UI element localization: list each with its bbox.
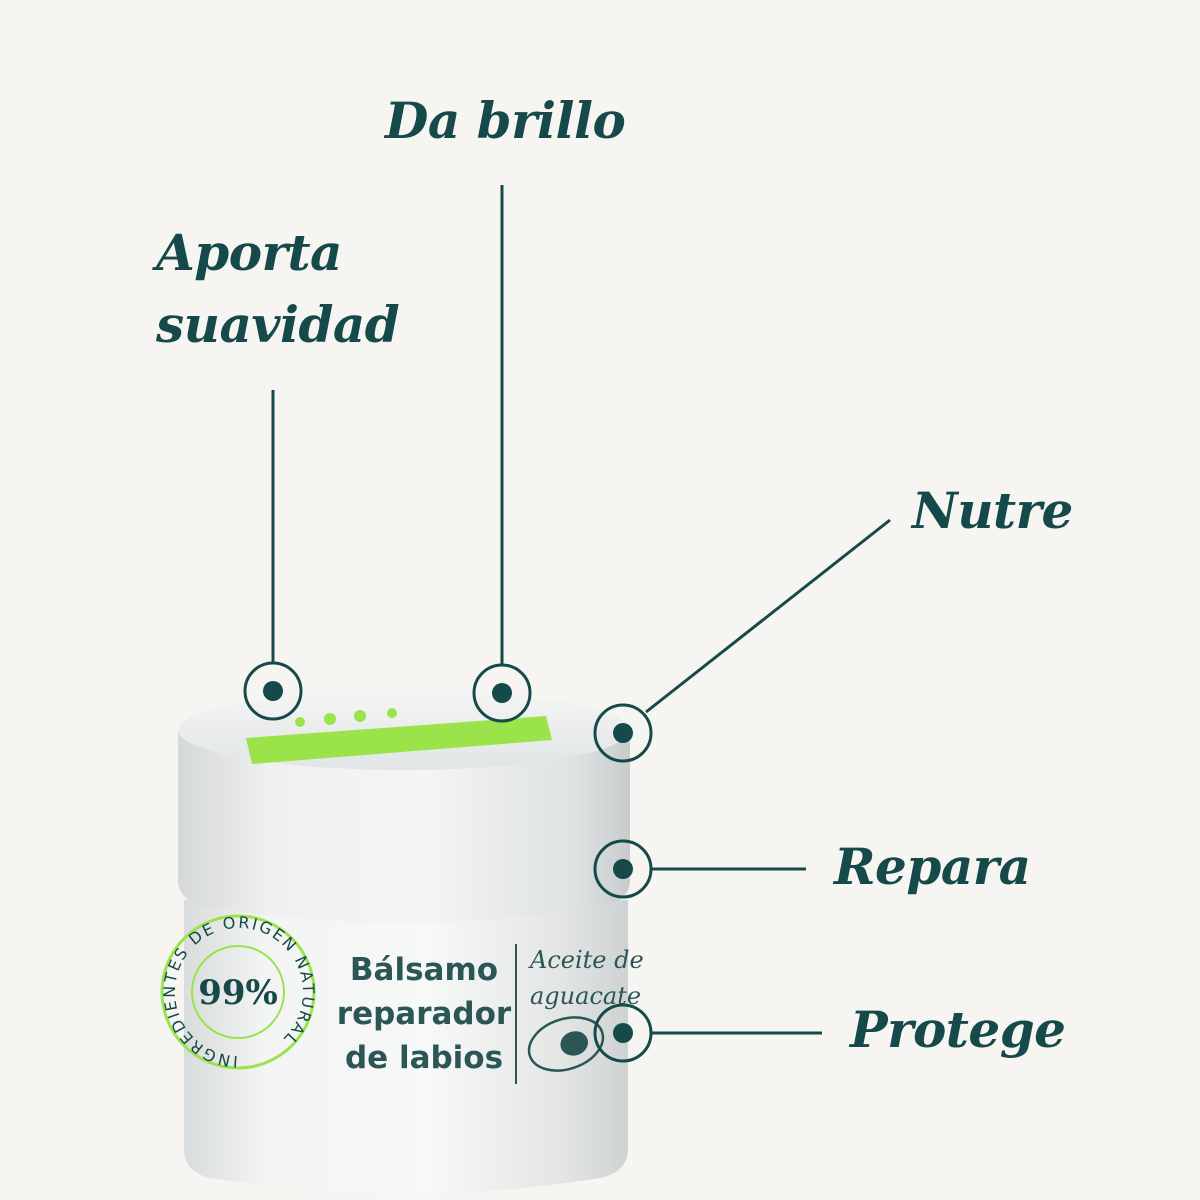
callout-da-brillo: Da brillo	[385, 91, 626, 150]
marker-repara	[593, 839, 653, 899]
marker-aporta	[243, 661, 303, 721]
lid-dot	[295, 717, 305, 727]
seal-percent: 99%	[198, 973, 278, 1013]
lid-dot	[387, 708, 397, 718]
marker-brillo	[472, 663, 532, 723]
callout-protege: Protege	[850, 1000, 1066, 1059]
nutre-connector	[645, 518, 891, 714]
marker-nutre	[593, 703, 653, 763]
lid-green-label	[246, 716, 552, 764]
callout-nutre: Nutre	[912, 481, 1073, 540]
avocado-icon	[527, 1016, 605, 1072]
callout-repara: Repara	[834, 837, 1031, 896]
ingredient-line1: Aceite de	[528, 946, 644, 974]
lid-dot	[354, 710, 366, 722]
product-name-line3: de labios	[345, 1040, 503, 1076]
product-name-line1: Bálsamo	[350, 952, 498, 988]
marker-protege	[593, 1003, 653, 1063]
callout-aporta-line2: suavidad	[156, 295, 400, 354]
product-name-line2: reparador	[337, 996, 512, 1032]
lid-dot	[324, 713, 336, 725]
callout-aporta-line1: Aporta	[156, 223, 342, 282]
jar-lid	[178, 732, 630, 923]
